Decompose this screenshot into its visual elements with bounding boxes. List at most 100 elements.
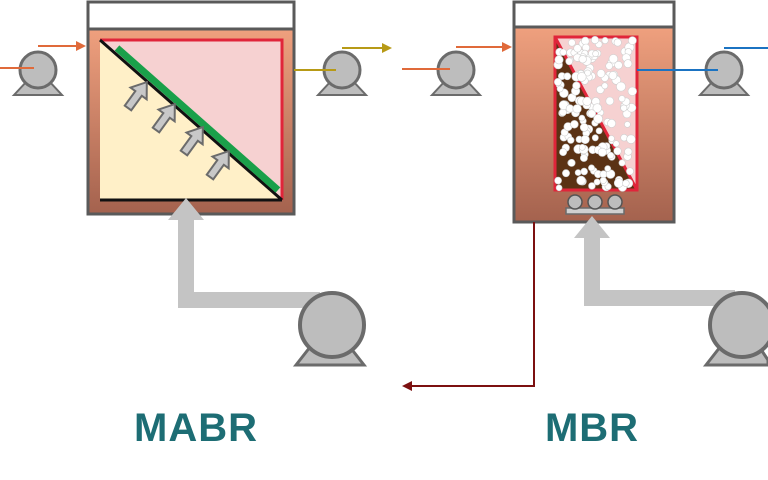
bubble: [627, 86, 637, 96]
bubble: [582, 96, 592, 106]
bubble: [562, 169, 570, 178]
bubble: [599, 176, 607, 184]
mabr-oxygen-arrows: [123, 80, 230, 181]
mbr-blower: [702, 291, 768, 367]
bubble: [624, 147, 633, 156]
mbr-influent-pump: [429, 50, 483, 96]
bubble: [580, 154, 588, 162]
bubble: [580, 135, 590, 145]
mabr-headspace: [86, 0, 296, 31]
bubble: [565, 57, 574, 66]
bubble: [573, 44, 582, 53]
bubble: [578, 144, 586, 151]
bubble: [570, 120, 579, 129]
mabr-influent-pump: [11, 50, 65, 96]
bubble: [624, 121, 631, 128]
pump-icon: [298, 291, 366, 359]
arrow-icon: [151, 102, 176, 134]
bubble: [578, 55, 587, 64]
mbr-label: MBR: [544, 406, 640, 450]
bubble: [588, 164, 595, 172]
diffuser-icon: [587, 194, 603, 210]
bubble: [601, 82, 609, 90]
mbr-air-pipe: [574, 216, 735, 306]
mbr-waste-sludge-line: [402, 222, 535, 391]
mabr-air-pipe: [168, 198, 320, 308]
bubble: [554, 176, 562, 185]
bubble: [567, 158, 576, 167]
mbr-permeate-pump: [697, 50, 751, 96]
bubble: [578, 114, 586, 122]
mbr-unit: [402, 0, 768, 391]
bubble: [607, 119, 616, 128]
mbr-bubbles: [553, 35, 637, 192]
bubble: [587, 109, 596, 118]
bubble: [591, 134, 599, 142]
bubble: [616, 81, 626, 92]
mabr-membrane-frame: [100, 38, 284, 200]
bubble: [559, 148, 567, 156]
arrow-icon: [205, 149, 230, 181]
bubble: [592, 103, 602, 113]
mabr-effluent-pump: [315, 50, 369, 96]
bubble: [614, 60, 623, 70]
bubble: [612, 140, 620, 148]
mabr-label: MABR: [134, 406, 258, 450]
bubble: [618, 95, 626, 103]
bubble: [581, 36, 590, 46]
bubble: [626, 167, 634, 176]
bubble: [590, 35, 599, 44]
arrow-icon: [123, 80, 148, 112]
bubble: [601, 36, 609, 44]
bubble: [608, 135, 615, 142]
diffuser-icon: [607, 194, 623, 210]
mabr-unit: [0, 0, 392, 367]
bubble: [555, 184, 563, 192]
bubble: [568, 38, 576, 47]
bubble: [563, 72, 572, 81]
bubble: [572, 104, 582, 114]
mabr-blower: [292, 291, 368, 367]
pump-icon: [18, 50, 58, 90]
bubble: [579, 123, 589, 132]
bubble: [559, 48, 567, 56]
bubble: [580, 167, 588, 176]
bubble: [618, 159, 626, 167]
bubble: [628, 36, 637, 45]
bubble: [613, 38, 622, 47]
bubble: [556, 85, 564, 93]
bubble: [597, 147, 607, 157]
bubble: [605, 96, 615, 106]
bubble: [576, 175, 586, 186]
bubble: [608, 71, 618, 80]
bubble: [605, 62, 614, 70]
mbr-diffuser: [565, 194, 625, 215]
mabr-membrane: [99, 38, 283, 202]
mbr-headspace: [512, 0, 676, 29]
bubble: [554, 55, 564, 65]
bubble: [595, 127, 603, 135]
bubble: [574, 169, 582, 176]
bubble: [593, 178, 601, 186]
bubble: [596, 69, 606, 78]
bubble: [604, 165, 612, 172]
bubble: [567, 136, 575, 144]
bubble: [593, 114, 603, 124]
bubble: [626, 134, 636, 144]
bubble: [592, 50, 599, 58]
bubble: [572, 81, 581, 90]
bubble: [553, 78, 562, 87]
bubble: [613, 178, 624, 188]
arrow-icon: [179, 125, 204, 157]
bubble: [620, 104, 628, 112]
bubble: [607, 151, 615, 160]
mabr-biofilm-strip: [114, 45, 281, 193]
bubble: [588, 182, 596, 190]
bubble: [622, 179, 630, 188]
bubble: [623, 59, 633, 68]
bubble: [608, 54, 619, 64]
bubble: [576, 72, 587, 82]
pump-icon: [708, 291, 768, 359]
